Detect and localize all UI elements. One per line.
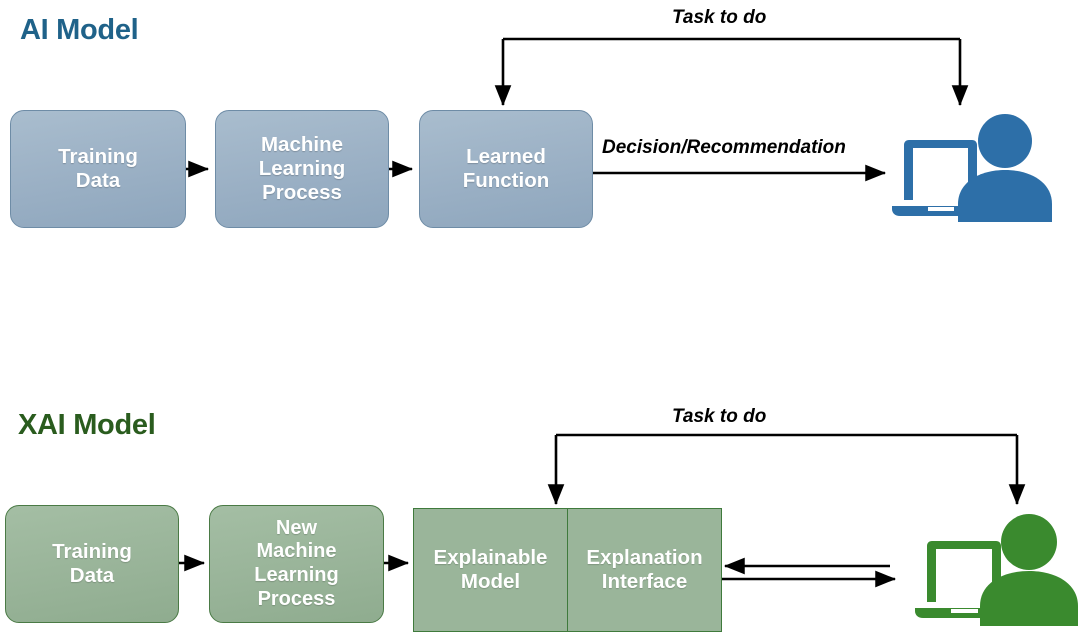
xai-box-training-data[interactable]: Training Data — [5, 505, 179, 623]
xai-label-task-to-do: Task to do — [672, 406, 767, 427]
ai-model-title: AI Model — [20, 14, 139, 46]
xai-model-title: XAI Model — [18, 409, 156, 441]
person-laptop-icon — [892, 114, 1052, 222]
ai-box-learned-function-label: Learned Function — [462, 144, 550, 192]
person-laptop-icon — [915, 514, 1078, 626]
ai-box-training-data[interactable]: Training Data — [10, 110, 186, 228]
xai-actor-user-with-laptop[interactable] — [912, 512, 1090, 632]
xai-box-explanation-interface-label: Explanation Interface — [586, 545, 703, 593]
xai-box-explanation-interface[interactable]: Explanation Interface — [567, 508, 722, 632]
ai-label-task-to-do: Task to do — [672, 7, 767, 28]
ai-box-learned-function[interactable]: Learned Function — [419, 110, 593, 228]
ai-label-decision-recommendation: Decision/Recommendation — [602, 137, 846, 158]
ai-box-ml-process[interactable]: Machine Learning Process — [215, 110, 389, 228]
ai-actor-user-with-laptop[interactable] — [888, 112, 1068, 230]
xai-box-new-ml-process-label: New Machine Learning Process — [254, 516, 339, 610]
xai-box-explainable-model[interactable]: Explainable Model — [413, 508, 568, 632]
ai-box-ml-process-label: Machine Learning Process — [258, 132, 346, 205]
xai-box-training-data-label: Training Data — [52, 539, 132, 587]
xai-box-explainable-model-label: Explainable Model — [433, 545, 548, 593]
xai-box-new-ml-process[interactable]: New Machine Learning Process — [209, 505, 384, 623]
ai-box-training-data-label: Training Data — [58, 144, 138, 192]
